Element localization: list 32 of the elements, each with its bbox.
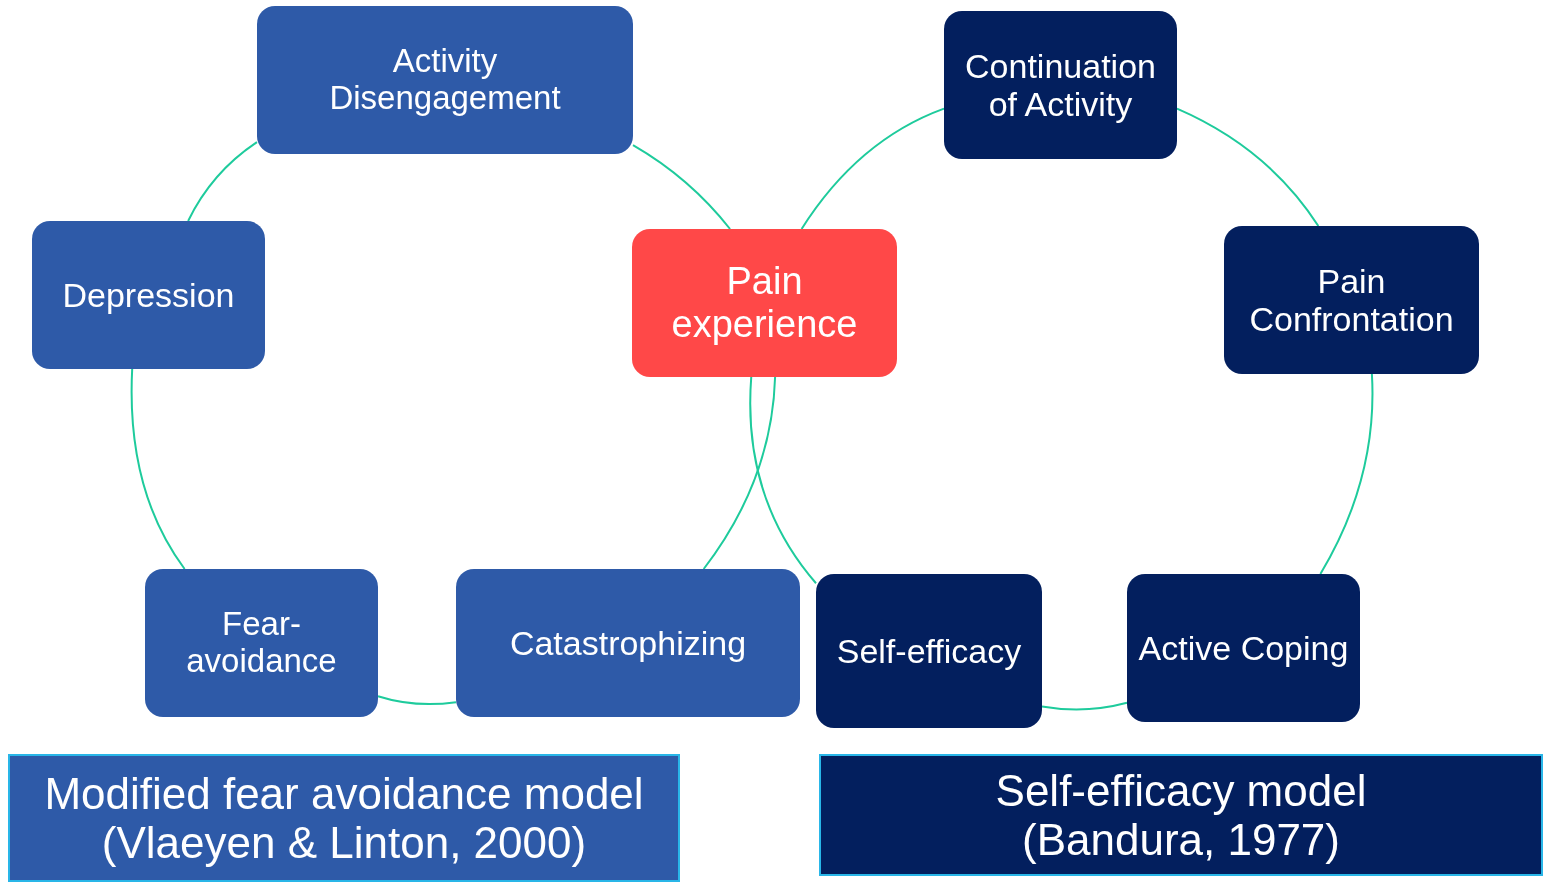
connector-curve — [632, 144, 732, 230]
model-title: Self-efficacy model (Bandura, 1977) — [994, 765, 1368, 865]
box-label: Self-efficacy — [836, 631, 1022, 671]
connector-curve — [1176, 107, 1320, 227]
model-title: Modified fear avoidance model (Vlaeyen & Linton, 2000) — [43, 768, 645, 868]
box-label: Depression — [62, 275, 235, 315]
connector-curve — [749, 376, 817, 585]
model-title-box — [8, 754, 680, 882]
connector-curve — [1319, 373, 1374, 575]
process-box — [456, 569, 800, 717]
process-box — [944, 11, 1177, 159]
box-label: Continuation of Activity — [964, 46, 1157, 124]
process-box — [816, 574, 1042, 728]
process-box — [32, 221, 265, 369]
connector-curve — [702, 376, 777, 570]
connector-curve — [130, 368, 186, 570]
connector-curve — [187, 141, 258, 222]
process-box — [257, 6, 633, 154]
connector-curve — [1041, 701, 1128, 711]
process-box — [145, 569, 378, 717]
box-label: Pain Confrontation — [1248, 261, 1455, 339]
process-box — [1127, 574, 1360, 722]
process-box — [1224, 226, 1479, 374]
connector-curve — [800, 107, 945, 230]
box-label: Fear-avoidance — [185, 606, 338, 680]
model-title-box — [819, 754, 1543, 876]
process-box — [632, 229, 897, 377]
box-label: Pain experience — [670, 260, 859, 346]
connector-curve — [377, 695, 457, 706]
box-label: Activity Disengagement — [328, 43, 562, 117]
box-label: Active Coping — [1138, 628, 1349, 668]
box-label: Catastrophizing — [509, 623, 747, 663]
